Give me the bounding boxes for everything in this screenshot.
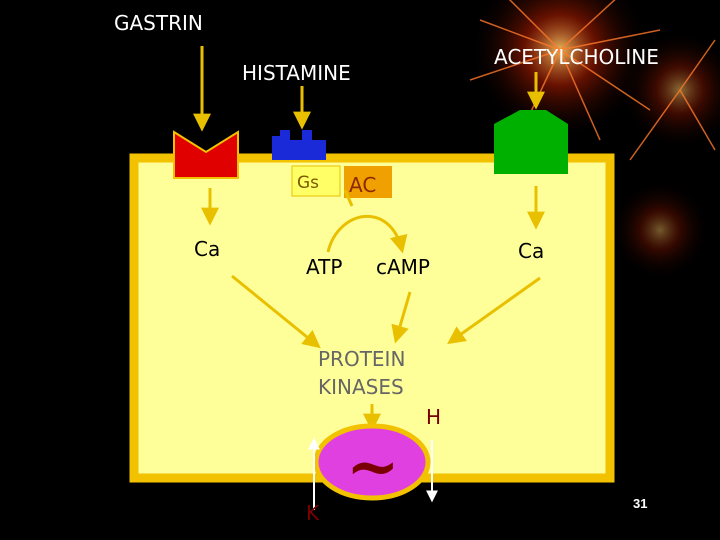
- ca-left-label: Ca: [194, 237, 220, 261]
- firework-decoration: [469, 0, 720, 280]
- protein-kinases-line1: PROTEIN: [318, 347, 405, 371]
- histamine-receptor: [272, 130, 326, 160]
- gs-label: Gs: [297, 173, 319, 193]
- k-label: K: [306, 501, 320, 525]
- ca-right-label: Ca: [518, 239, 544, 263]
- acetylcholine-receptor: [494, 110, 568, 174]
- ca-left-to-pk-arrow: [231, 274, 321, 349]
- camp-label: cAMP: [376, 255, 430, 279]
- gastrin-receptor: [173, 130, 239, 179]
- gastrin-label: GASTRIN: [114, 11, 203, 35]
- ca-right-to-pk-arrow: [447, 276, 541, 345]
- acetylcholine-label: ACETYLCHOLINE: [494, 45, 659, 69]
- ac-link: [343, 189, 354, 207]
- gs-box: [291, 165, 341, 197]
- atp-label: ATP: [306, 255, 342, 279]
- protein-kinases-line2: KINASES: [318, 375, 404, 399]
- slide-number: 31: [633, 496, 648, 511]
- ac-label: AC: [349, 173, 376, 197]
- pump-tilde: ~: [346, 429, 400, 504]
- ac-box: [344, 166, 392, 198]
- atp-camp-arrow: [326, 214, 408, 254]
- camp-to-pk-arrow: [391, 291, 412, 344]
- proton-pump: [313, 423, 431, 501]
- h-label: H: [426, 405, 441, 429]
- histamine-label: HISTAMINE: [242, 61, 351, 85]
